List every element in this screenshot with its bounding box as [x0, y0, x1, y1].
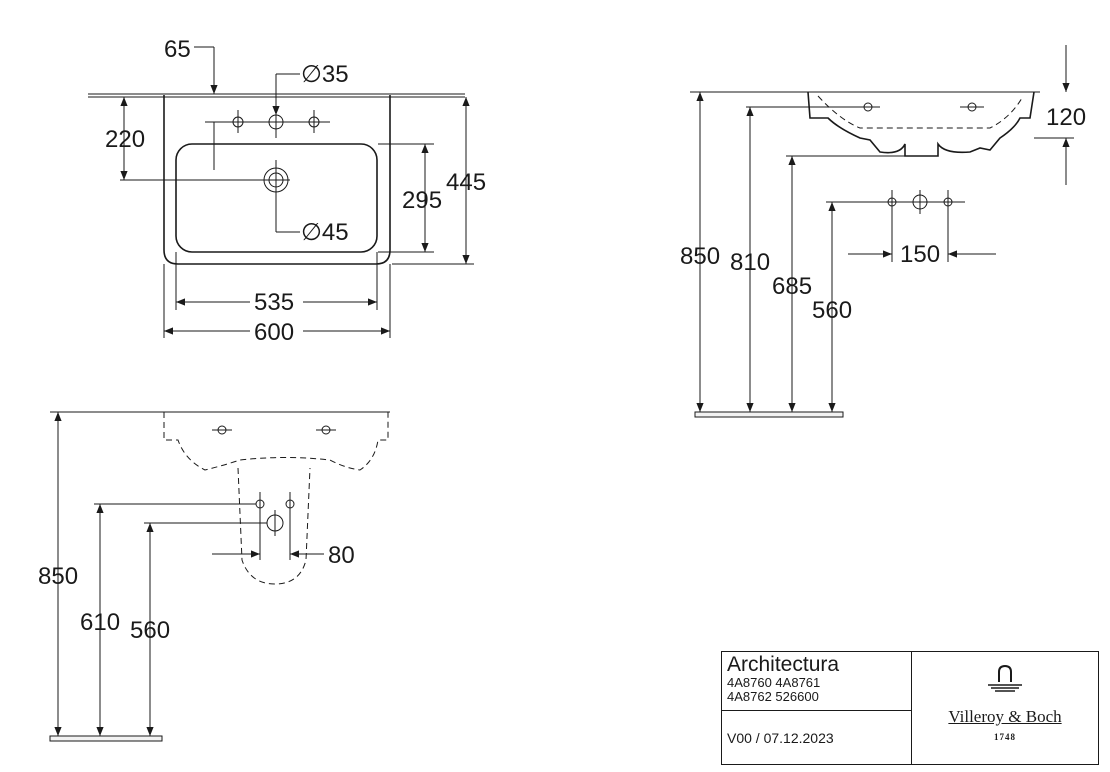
front-view: 850 610 560 80 — [38, 411, 390, 742]
top-view: 65 ∅35 220 ∅45 295 445 535 600 — [88, 36, 486, 346]
dim-610: 610 — [80, 609, 120, 636]
tap-holes — [205, 105, 330, 138]
title-block-info: Architectura 4A8760 4A8761 4A8762 526600… — [722, 652, 912, 764]
dim-850-front: 850 — [38, 563, 78, 590]
pedestal-outline — [237, 467, 311, 585]
dim-220: 220 — [105, 126, 145, 153]
faucet-logo-icon — [988, 664, 1022, 692]
floor — [694, 411, 844, 418]
dim-295: 295 — [402, 187, 442, 214]
basin-front-outline — [163, 412, 389, 471]
side-view: 120 850 810 685 560 150 — [680, 45, 1086, 418]
brand-logo: Villeroy & Boch 1748 — [912, 652, 1098, 764]
dim-150: 150 — [900, 241, 940, 268]
version-date: V00 / 07.12.2023 — [727, 730, 834, 746]
product-name: Architectura — [727, 653, 840, 676]
dim-65: 65 — [164, 36, 191, 63]
dim-685: 685 — [772, 273, 812, 300]
dim-diameter-35: ∅35 — [301, 61, 349, 88]
dim-120: 120 — [1046, 104, 1086, 131]
brand-name: Villeroy & Boch — [948, 707, 1062, 726]
dim-560-front: 560 — [130, 617, 170, 644]
basin-outline — [163, 95, 391, 265]
dim-diameter-45: ∅45 — [301, 219, 349, 246]
dim-810: 810 — [730, 249, 770, 276]
floor-front — [49, 735, 163, 742]
dim-535: 535 — [254, 289, 294, 316]
product-codes: 4A8760 4A8761 4A8762 526600 — [727, 676, 907, 704]
dim-560-side: 560 — [812, 297, 852, 324]
drain-hole — [120, 160, 290, 200]
title-block: Architectura 4A8760 4A8761 4A8762 526600… — [721, 651, 1099, 765]
brand-year: 1748 — [994, 732, 1016, 742]
product-codes-line-2: 4A8762 526600 — [727, 689, 819, 704]
dim-600: 600 — [254, 319, 294, 346]
product-codes-line-1: 4A8760 4A8761 — [727, 675, 821, 690]
title-block-divider — [722, 710, 911, 711]
basin-profile — [807, 91, 1035, 157]
bowl-outline — [175, 143, 378, 253]
dim-445: 445 — [446, 169, 486, 196]
dim-850-side: 850 — [680, 243, 720, 270]
dim-80: 80 — [328, 542, 355, 569]
